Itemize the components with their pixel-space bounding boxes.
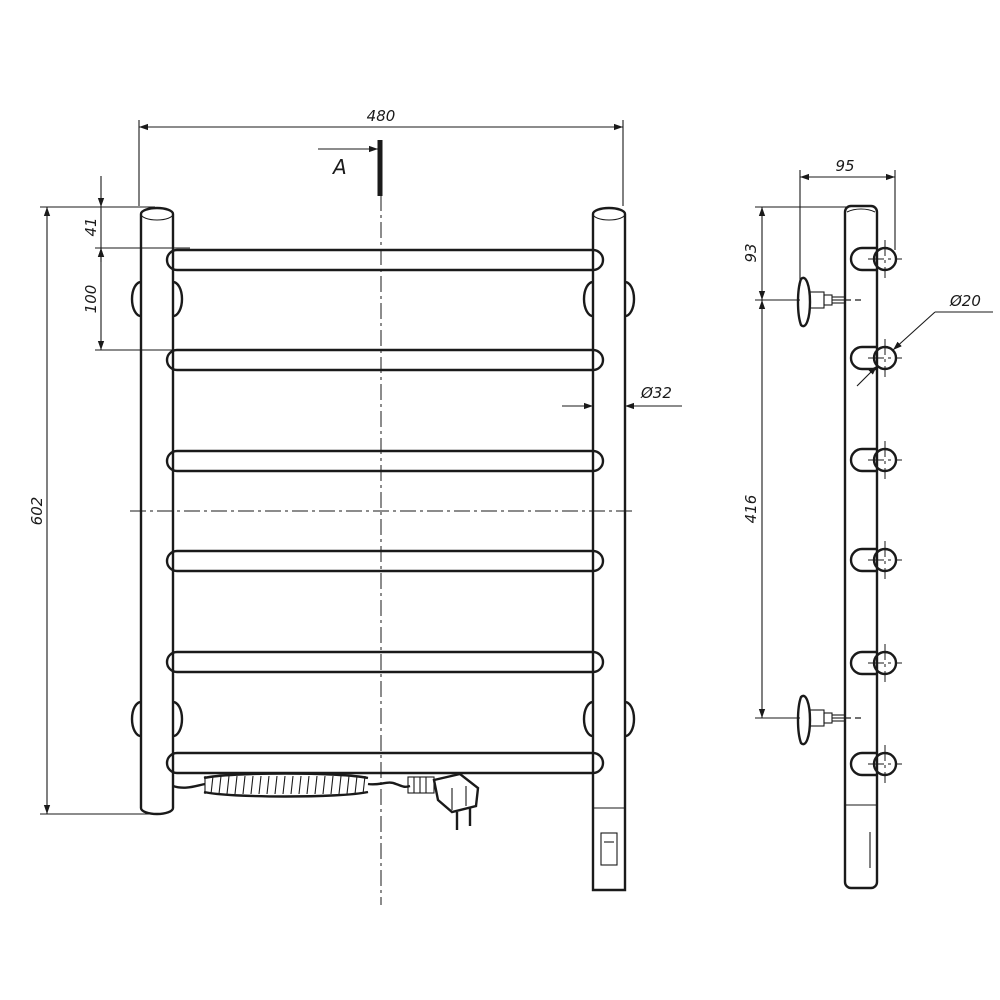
rail-6 (165, 751, 605, 775)
horizontal-rails (165, 248, 605, 775)
width-value: 480 (367, 107, 396, 125)
rail-spacing-value: 100 (82, 285, 100, 314)
dimension-depth: 95 (799, 157, 896, 286)
rail-1 (165, 248, 605, 272)
side-rail-ends (849, 240, 902, 783)
section-label: A (331, 155, 347, 179)
rail-5 (165, 650, 605, 674)
rail-2 (165, 348, 605, 372)
side-view: 95 93 416 Ø20 (742, 157, 993, 890)
tube-diameter-value: Ø32 (640, 384, 672, 402)
dimension-tube-diameter: Ø32 (562, 384, 682, 410)
dimension-height: 602 (28, 206, 155, 815)
dimension-top-offset: 41 (82, 176, 190, 262)
left-upright-tube (139, 206, 175, 816)
front-view: A 480 602 41 100 (28, 107, 682, 905)
coiled-power-cable (172, 772, 435, 798)
side-upright (843, 204, 879, 890)
dimension-width: 480 (138, 107, 624, 206)
right-upright-tube (591, 206, 627, 892)
power-plug (432, 772, 480, 830)
dimension-rail-diameter: Ø20 (856, 292, 993, 387)
dimension-rail-spacing: 100 (82, 248, 190, 351)
cable-strain-relief (407, 776, 435, 794)
mount-offset-value: 93 (742, 243, 760, 262)
mount-spacing-value: 416 (742, 495, 760, 524)
rail-3 (165, 449, 605, 473)
dimension-mount-spacing: 416 (742, 300, 800, 719)
dimension-mount-offset: 93 (742, 206, 850, 301)
height-value: 602 (28, 497, 46, 526)
section-marker: A (318, 140, 383, 196)
thermostat-controller (600, 832, 618, 866)
depth-value: 95 (835, 157, 854, 175)
top-offset-value: 41 (82, 217, 100, 236)
side-wall-brackets (796, 276, 862, 746)
rail-4 (165, 549, 605, 573)
rail-diameter-value: Ø20 (949, 292, 981, 310)
wall-mount-brackets (130, 280, 636, 738)
